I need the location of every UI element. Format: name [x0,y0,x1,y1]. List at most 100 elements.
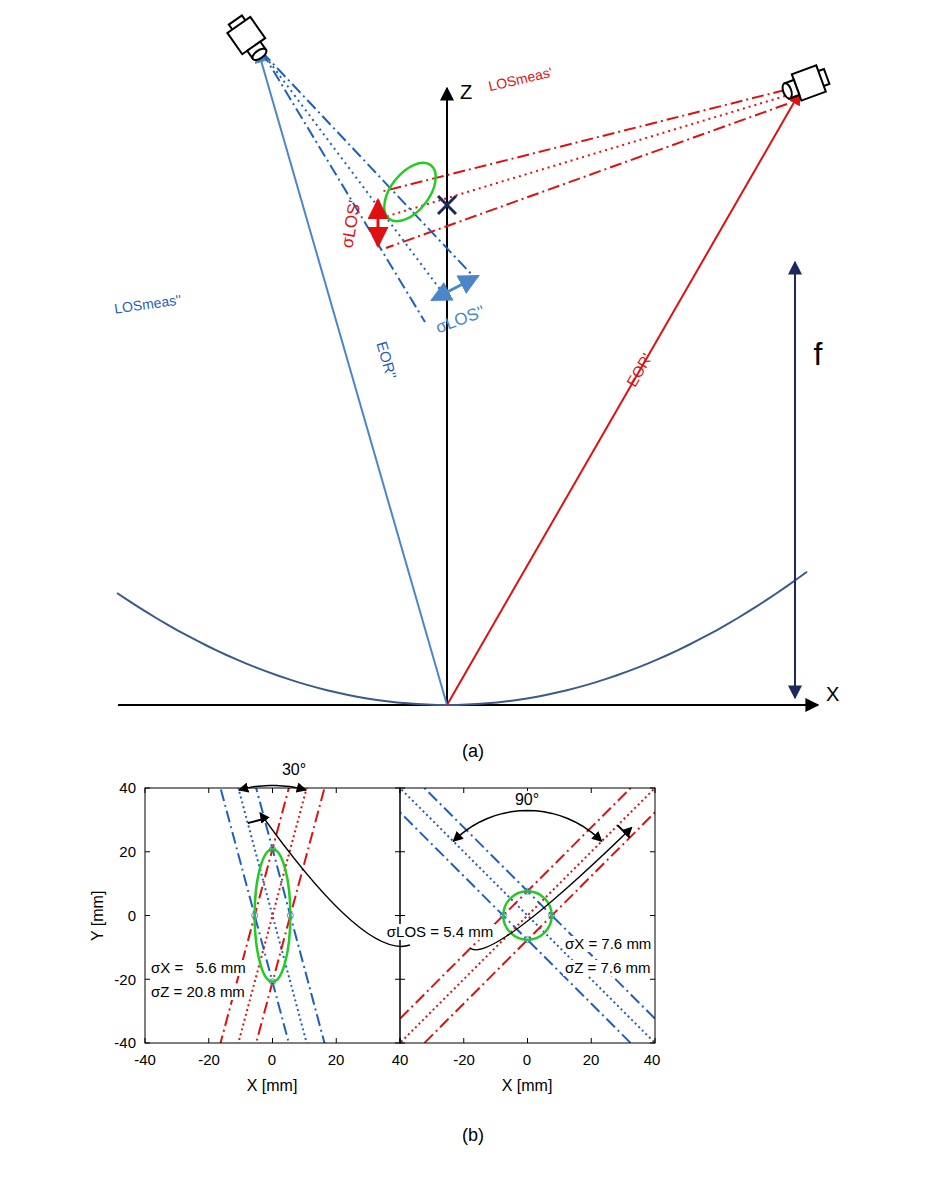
panel-a-art [117,12,831,705]
los-line [231,788,346,1043]
los-line [400,788,655,1043]
tick [208,788,209,793]
tick [400,1038,401,1043]
angle-label: 90° [513,791,541,809]
tick [145,979,150,980]
tick [145,1043,150,1044]
eor-red-line [447,92,800,705]
tick [395,851,400,852]
tick [145,915,150,916]
axis-title: Y [mm] [89,891,107,941]
tick [272,788,273,793]
uncertainty-ellipse [255,849,291,982]
los-line [215,788,330,1043]
extreme-point [549,913,555,919]
tick [395,979,400,980]
tick [272,1038,273,1043]
tick [655,1038,656,1043]
sigma-bracket [248,819,265,823]
sigma-value: σX = 5.6 mm [149,960,248,977]
tick [463,1038,464,1043]
extreme-point [252,913,258,919]
tick [591,1038,592,1043]
angle-arc [453,811,601,842]
tick-label: -20 [198,1052,220,1069]
angle-label: 30° [282,761,306,779]
tick [463,788,464,793]
los-line [400,788,655,1043]
camera-left [224,12,273,66]
los-label: LOSmeas'' [113,293,182,318]
tick-label: -20 [114,972,136,989]
tick-label: 20 [328,1052,345,1069]
tick [400,788,401,793]
ray-label: EOR' [624,351,656,390]
tick-label: 0 [523,1052,531,1069]
los-blue-bound [262,52,475,278]
tick [400,1043,405,1044]
uncertainty-ellipse [374,154,446,231]
tick [650,915,655,916]
sigma-label: σLOS' [339,199,366,249]
tick-label: 40 [119,780,136,797]
sigma-value: σLOS = 5.4 mm [385,924,495,941]
plot-area [400,788,655,1043]
tick-label: -40 [134,1052,156,1069]
tick-label: 20 [119,844,136,861]
tick [145,851,150,852]
extreme-point [270,846,276,852]
tick [650,1043,655,1044]
los-blue-bound [262,52,425,322]
extreme-point [287,913,293,919]
ray-label: EOR'' [373,339,399,380]
axis-name: X [826,683,839,705]
tick-label: -40 [114,1035,136,1052]
angle-arc [239,786,306,790]
tick [591,788,592,793]
tick [336,788,337,793]
tick [336,1038,337,1043]
los-red-bound [386,104,787,248]
extreme-point [525,888,531,894]
tick [650,788,655,789]
target-cross [438,196,456,214]
los-red-center [388,96,785,216]
sigma-label: σLOS'' [433,302,487,337]
tick [400,788,401,793]
camera-right [779,63,832,105]
tick [208,1038,209,1043]
los-line [215,788,330,1043]
sigma-value: σZ = 7.6 mm [563,960,653,977]
sigma-red-arrow [377,200,380,246]
tick [400,788,405,789]
plot-area [198,788,347,1043]
tick [400,851,405,852]
los-label: LOSmeas' [487,65,554,95]
tick [400,1038,401,1043]
tick-label: 40 [392,1052,409,1069]
panel-label: (a) [462,742,484,762]
tick [527,1038,528,1043]
los-line [400,788,655,1043]
plot-frame [145,788,400,1043]
axis-title: X [mm] [502,1077,553,1095]
tick [655,788,656,793]
parabolic-mirror [117,572,807,705]
extreme-point [500,913,506,919]
plot-frame [400,788,655,1043]
tick [395,1043,400,1044]
panel-b-art [145,696,697,1136]
los-blue-center [262,52,448,300]
panel-label: (b) [462,1126,484,1146]
z-axis [446,88,448,705]
focal-length-arrow [794,262,796,698]
sigma-blue-arrow [432,276,478,300]
tick [145,1038,146,1043]
tick-label: 0 [268,1052,276,1069]
tick-label: 20 [583,1052,600,1069]
target-cross [438,196,456,214]
dimension-label: f [814,337,823,372]
axis-name: Z [460,81,472,103]
tick-label: -20 [453,1052,475,1069]
